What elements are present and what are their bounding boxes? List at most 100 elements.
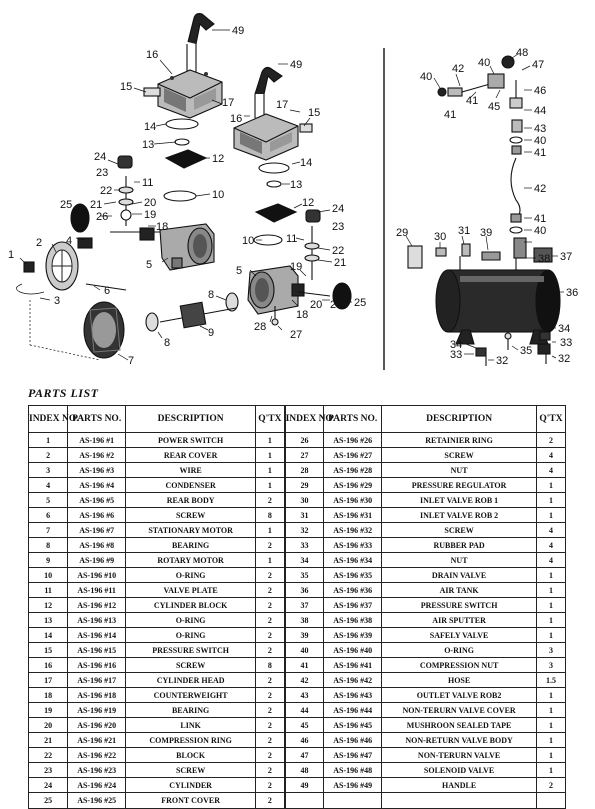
cell-qty: 1 [255,462,286,478]
cell-description: AIR SPUTTER [381,612,538,628]
cell-index: 28 [283,462,325,478]
cell-parts-no: AS-196 #39 [323,627,383,643]
cell-index: 30 [283,492,325,508]
cell-qty: 4 [536,552,566,568]
callout-18b: 18 [296,309,308,321]
callout-32b: 32 [496,355,508,367]
callout-10: 10 [212,189,224,201]
cell-parts-no: AS-196 #40 [323,642,383,658]
cell-qty: 1 [255,447,286,463]
cell-qty: 2 [255,582,286,598]
cell-qty: 1 [536,732,566,748]
cell-parts-no: AS-196 #20 [67,717,127,733]
cell-index: 18 [27,687,69,703]
cell-parts-no: AS-196 #32 [323,522,383,538]
cell-parts-no: AS-196 #4 [67,477,127,493]
cell-parts-no: AS-196 #3 [67,462,127,478]
cell-index: 21 [27,732,69,748]
callout-2: 2 [36,237,42,249]
callout-16: 16 [146,49,158,61]
cell-parts-no: AS-196 #36 [323,582,383,598]
cell-parts-no: AS-196 #48 [323,762,383,778]
callout-19: 19 [144,209,156,221]
cell-index: 5 [27,492,69,508]
cell-description: O-RING [381,642,538,658]
cell-description: CYLINDER [125,777,257,793]
cell-description: DRAIN VALVE [381,567,538,583]
callout-11: 11 [142,177,153,189]
cell-index: 31 [283,507,325,523]
cell-description: BEARING [125,702,257,718]
cell-description: SCREW [125,762,257,778]
right-cylinder-head-assembly [233,66,352,326]
cell-qty: 1 [536,567,566,583]
callout-39: 39 [480,227,492,239]
cell-qty: 2 [255,612,286,628]
cell-index: 12 [27,597,69,613]
cell-index: 4 [27,477,69,493]
callout-45: 45 [488,101,500,113]
callout-11b: 11 [286,233,297,245]
cell-index: 49 [283,777,325,793]
cell-description: REAR BODY [125,492,257,508]
cell-index: 1 [27,432,69,448]
callout-41c: 41 [534,147,546,159]
callout-9: 9 [208,327,214,339]
callout-18: 18 [156,221,168,233]
callout-5b: 5 [236,265,242,277]
cell-index: 38 [283,612,325,628]
cell-index: 43 [283,687,325,703]
cell-index: 29 [283,477,325,493]
callout-38: 38 [538,253,550,265]
cell-qty: 1.5 [536,672,566,688]
callout-21: 21 [90,199,102,211]
cell-parts-no: AS-196 #19 [67,702,127,718]
cell-index: 17 [27,672,69,688]
callout-33b: 33 [450,349,462,361]
cell-index: 36 [283,582,325,598]
cell-parts-no: AS-196 #28 [323,462,383,478]
cell-qty: 1 [255,522,286,538]
cell-parts-no: AS-196 #30 [323,492,383,508]
motor-assembly [16,241,239,361]
callout-14b: 14 [300,157,312,169]
callout-13b: 13 [290,179,302,191]
callout-36: 36 [566,287,578,299]
cell-parts-no: AS-196 #35 [323,567,383,583]
cell-index: 42 [283,672,325,688]
callout-22: 22 [100,185,112,197]
cell-index: 3 [27,462,69,478]
callout-17: 17 [222,97,234,109]
cell-qty: 2 [255,702,286,718]
cell-index: 15 [27,642,69,658]
cell-parts-no: AS-196 #47 [323,747,383,763]
cell-description: ROTARY MOTOR [125,552,257,568]
cell-index: 33 [283,537,325,553]
cell-qty: 3 [536,642,566,658]
cell-index: 14 [27,627,69,643]
cell-description: COMPRESSION NUT [381,657,538,673]
callout-34b: 34 [450,339,462,351]
leader-lines [19,29,564,361]
callout-7: 7 [128,355,134,367]
cell-parts-no: AS-196 #2 [67,447,127,463]
cell-parts-no: AS-196 #49 [323,777,383,793]
cell-qty [536,792,566,809]
cell-qty: 2 [255,732,286,748]
cell-index: 34 [283,552,325,568]
cell-qty: 1 [536,627,566,643]
cell-qty: 1 [536,507,566,523]
cell-description: COMPRESSION RING [125,732,257,748]
cell-qty: 2 [255,687,286,703]
callout-8: 8 [164,337,170,349]
cell-description: CONDENSER [125,477,257,493]
